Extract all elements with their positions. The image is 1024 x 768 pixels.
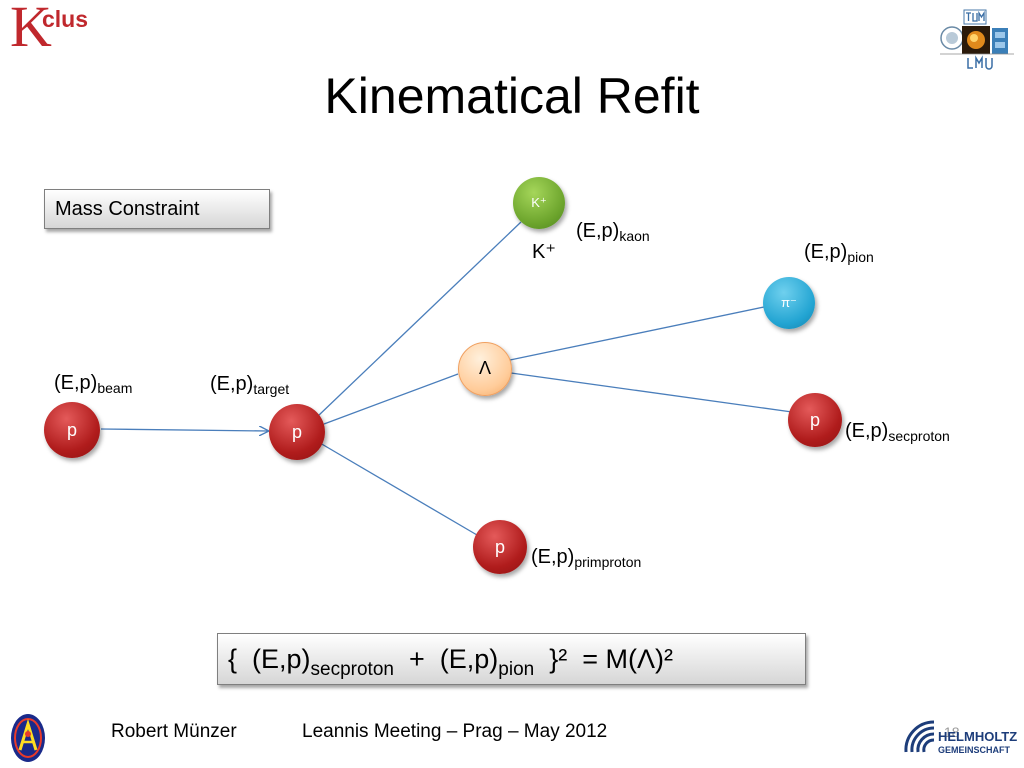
helmholtz-logo: HELMHOLTZ GEMEINSCHAFT bbox=[904, 720, 1017, 755]
helmholtz-logo-line1: HELMHOLTZ bbox=[938, 729, 1017, 744]
collaboration-logo bbox=[11, 714, 45, 762]
beam-proton-node: p bbox=[44, 402, 100, 458]
kclus-logo-k: K bbox=[10, 0, 52, 59]
label-target: (E,p)target bbox=[210, 373, 290, 397]
footer-event: Leannis Meeting – Prag – May 2012 bbox=[302, 721, 608, 742]
mass-constraint-formula: { (E,p)secproton + (E,p)pion }² = M(Λ)² bbox=[217, 633, 806, 685]
footer-author: Robert Münzer bbox=[111, 721, 237, 742]
edge-target-to-kaon bbox=[317, 221, 522, 417]
primproton-node: p bbox=[473, 520, 527, 574]
label-secproton: (E,p)secproton bbox=[845, 420, 950, 444]
edge-lambda-to-secproton bbox=[510, 372, 793, 413]
target-proton-node: p bbox=[269, 404, 325, 460]
page-number: 18 bbox=[944, 724, 960, 740]
kclus-logo: K clus bbox=[6, 0, 98, 60]
label-kaon: (E,p)kaon bbox=[576, 220, 650, 244]
slide-title: Kinematical Refit bbox=[324, 68, 700, 124]
pion-node: π⁻ bbox=[763, 277, 815, 329]
label-pion: (E,p)pion bbox=[804, 241, 874, 265]
label-beam: (E,p)beam bbox=[54, 372, 133, 396]
label-kaon-name: K⁺ bbox=[532, 241, 556, 263]
tum-lmu-logo bbox=[940, 9, 1014, 70]
secproton-node: p bbox=[788, 393, 842, 447]
edge-target-to-primproton bbox=[319, 442, 478, 536]
kclus-logo-text: clus bbox=[42, 6, 89, 32]
kaon-node: K⁺ bbox=[513, 177, 565, 229]
edge-target-to-lambda bbox=[323, 373, 459, 425]
label-primproton: (E,p)primproton bbox=[531, 546, 642, 570]
lambda-node: Λ bbox=[458, 342, 512, 396]
mass-constraint-box: Mass Constraint bbox=[44, 189, 270, 229]
helmholtz-logo-line2: GEMEINSCHAFT bbox=[938, 745, 1011, 755]
edge-beam-to-target bbox=[100, 429, 268, 431]
edge-lambda-to-pion bbox=[509, 306, 765, 361]
